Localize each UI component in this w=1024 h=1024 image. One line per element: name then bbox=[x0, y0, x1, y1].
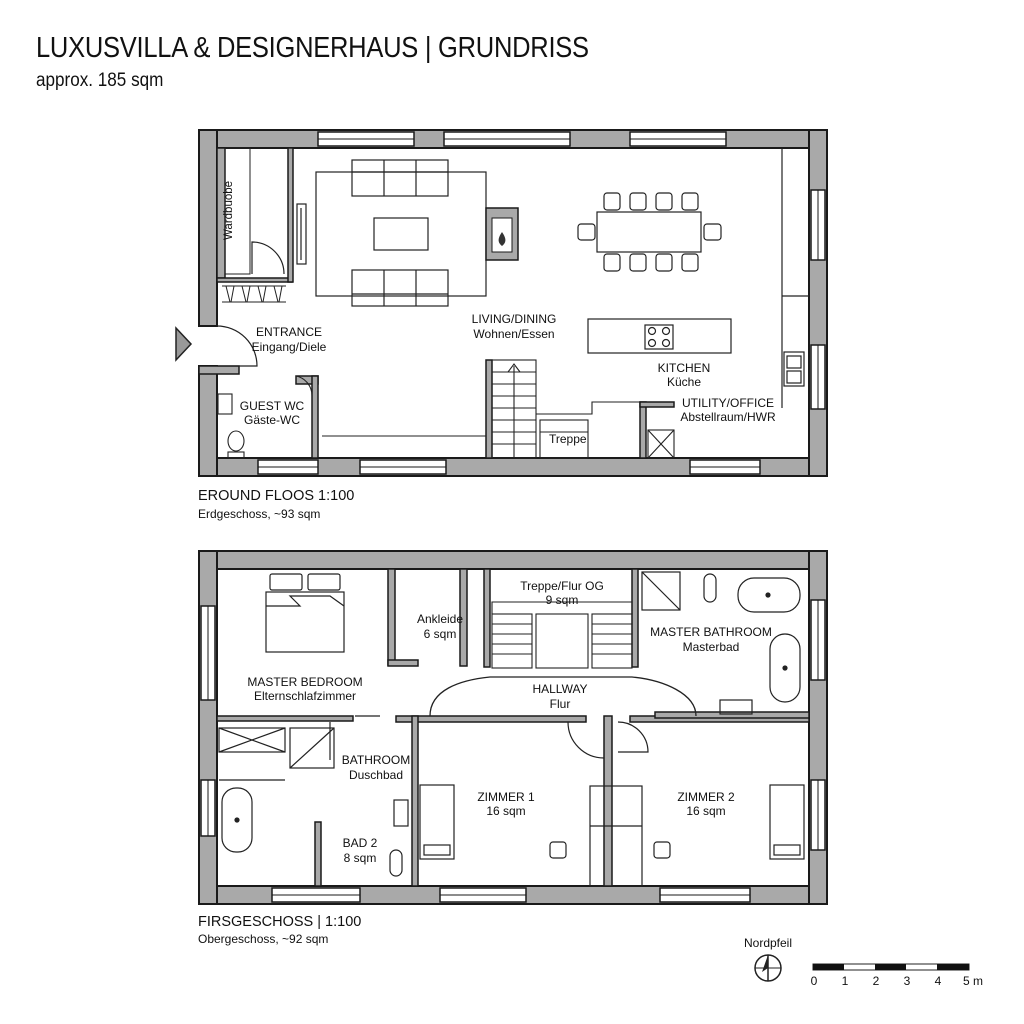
washbasin-icon bbox=[393, 799, 409, 827]
cooktop-icon bbox=[644, 324, 674, 350]
living-furniture bbox=[296, 159, 487, 307]
utility-label-de: Abstellraum/HWR bbox=[680, 410, 776, 424]
master-bedroom-label-de: Elternschlafzimmer bbox=[254, 689, 356, 703]
first-floor-caption: FIRSGESCHOSS | 1:100 bbox=[198, 914, 361, 930]
gf-stairs bbox=[491, 359, 640, 459]
washbasin-icon bbox=[719, 699, 753, 715]
hallway-curve bbox=[429, 676, 697, 717]
living-rug bbox=[315, 171, 487, 297]
desk bbox=[589, 785, 643, 887]
north-arrow-icon bbox=[754, 954, 782, 982]
kitchen-island bbox=[587, 148, 809, 408]
master-bath-label: MASTER BATHROOM bbox=[650, 625, 772, 639]
kitchen-label: KITCHEN bbox=[658, 361, 711, 375]
ground-floor-caption: EROUND FLOOS 1:100 bbox=[198, 488, 354, 504]
gf-west-wall-upper bbox=[198, 129, 218, 327]
kitchen-label-de: Küche bbox=[667, 375, 701, 389]
entrance-arrow-icon bbox=[175, 326, 193, 362]
dressing-label: Ankleide bbox=[417, 612, 463, 626]
shower-icon bbox=[641, 571, 681, 611]
utility-equipment bbox=[322, 429, 675, 459]
living-label-de: Wohnen/Essen bbox=[473, 327, 554, 341]
bed-icon bbox=[769, 784, 805, 860]
stair-hall-label: Treppe/Flur OG bbox=[520, 579, 604, 593]
ff-stairs bbox=[491, 601, 633, 669]
bathroom-label-de: Duschbad bbox=[349, 768, 403, 782]
sofa-top bbox=[351, 159, 449, 197]
scale-tick-0: 0 bbox=[811, 974, 818, 988]
bathtub-icon bbox=[221, 787, 253, 853]
bath2-label: BAD 2 bbox=[343, 836, 378, 850]
living-label: LIVING/DINING bbox=[472, 312, 557, 326]
master-bedroom-label: MASTER BEDROOM bbox=[247, 675, 362, 689]
sink-icon bbox=[783, 351, 805, 387]
dressing-area: 6 sqm bbox=[424, 627, 457, 641]
bathroom-label: BATHROOM bbox=[342, 753, 410, 767]
entrance-label: ENTRANCE bbox=[256, 325, 322, 339]
guest-wc-label: GUEST WC bbox=[240, 399, 305, 413]
page-title: LUXUSVILLA & DESIGNERHAUS | GRUNDRISS bbox=[36, 32, 589, 64]
zimmer2-label: ZIMMER 2 bbox=[677, 790, 735, 804]
hallway-label-de: Flur bbox=[550, 697, 571, 711]
freestanding-tub-icon bbox=[769, 633, 801, 703]
bed-icon bbox=[419, 784, 455, 860]
scale-tick-1: 1 bbox=[842, 974, 849, 988]
flame-icon bbox=[498, 232, 506, 246]
bathroom-fixtures bbox=[218, 727, 409, 877]
zimmer1-furniture bbox=[419, 784, 643, 887]
entrance-label-de: Eingang/Diele bbox=[252, 340, 327, 354]
ground-floor-caption-sub: Erdgeschoss, ~93 sqm bbox=[198, 507, 320, 521]
master-bath-fixtures bbox=[641, 571, 801, 715]
chair-icon bbox=[549, 841, 567, 859]
gf-west-wall-lower bbox=[198, 365, 218, 477]
zimmer2-furniture bbox=[653, 784, 805, 860]
scale-tick-5: 5 m bbox=[963, 974, 983, 988]
master-bath-label-de: Masterbad bbox=[683, 640, 740, 654]
master-bed bbox=[265, 573, 345, 653]
gf-east-wall bbox=[808, 129, 828, 477]
zimmer1-label: ZIMMER 1 bbox=[477, 790, 535, 804]
shower-icon bbox=[289, 727, 335, 769]
zimmer2-area: 16 sqm bbox=[686, 804, 725, 818]
first-floor-caption-sub: Obergeschoss, ~92 sqm bbox=[198, 932, 328, 946]
utility-label: UTILITY/OFFICE bbox=[682, 396, 774, 410]
toilet-icon bbox=[703, 573, 717, 603]
zimmer1-area: 16 sqm bbox=[486, 804, 525, 818]
coffee-table bbox=[373, 217, 429, 251]
dining-table bbox=[577, 192, 722, 272]
guest-wc-fixtures bbox=[217, 375, 313, 459]
hallway-label: HALLWAY bbox=[532, 682, 587, 696]
wardrobe-rack bbox=[222, 147, 286, 303]
scale-tick-2: 2 bbox=[873, 974, 880, 988]
sideboard bbox=[296, 203, 307, 265]
toilet-icon bbox=[389, 849, 403, 877]
sofa-bottom bbox=[351, 269, 449, 307]
linen-shelf bbox=[218, 727, 286, 753]
washbasin-icon bbox=[217, 393, 233, 415]
bath2-area: 8 sqm bbox=[344, 851, 377, 865]
toilet-icon bbox=[227, 430, 245, 452]
chair-icon bbox=[653, 841, 671, 859]
guest-wc-label-de: Gäste-WC bbox=[244, 413, 300, 427]
scale-tick-3: 3 bbox=[904, 974, 911, 988]
scale-tick-4: 4 bbox=[935, 974, 942, 988]
gf-interior-walls bbox=[198, 147, 675, 459]
wardrobe-label: Wardbuobe bbox=[223, 181, 235, 240]
ff-interior-walls bbox=[216, 568, 810, 887]
page-subtitle: approx. 185 sqm bbox=[36, 70, 164, 91]
stairs-label: Treppe bbox=[549, 432, 587, 446]
stair-hall-area: 9 sqm bbox=[546, 593, 579, 607]
north-arrow-label: Nordpfeil bbox=[744, 936, 792, 950]
bathtub-icon bbox=[737, 577, 801, 613]
entrance-door-swing bbox=[216, 325, 258, 367]
scale-bar bbox=[812, 963, 970, 971]
